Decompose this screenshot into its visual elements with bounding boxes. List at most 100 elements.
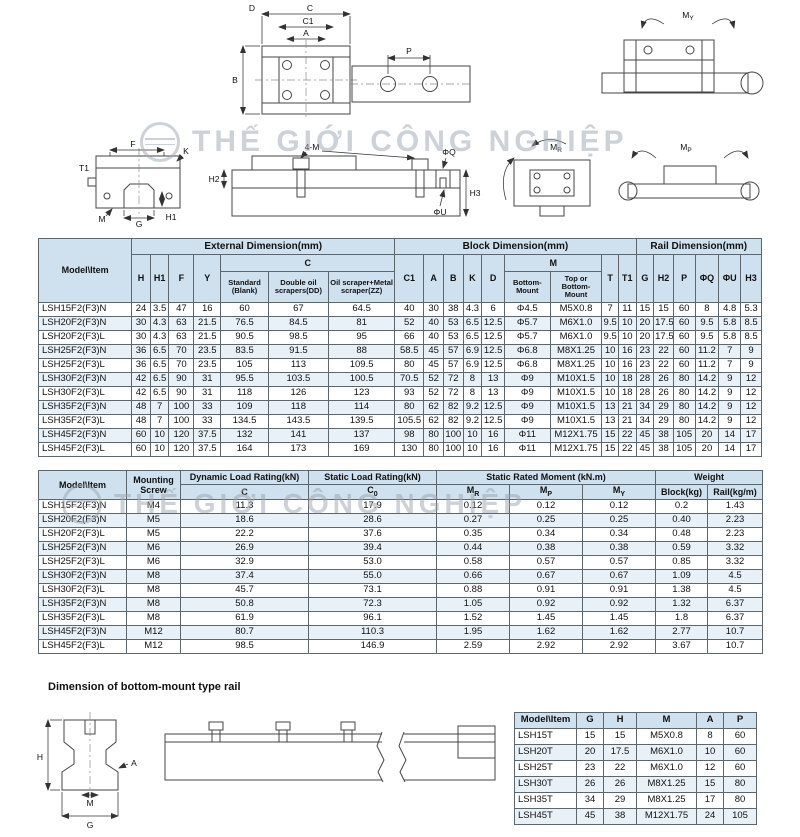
table-cell: 7 — [149, 400, 170, 415]
dim-label-a: A — [303, 28, 309, 38]
table-cell: 0.12 — [509, 498, 583, 514]
dimension-table: Model\Item External Dimension(mm) Block … — [37, 238, 763, 457]
table-cell: LSH20F2(F3)N — [38, 512, 127, 528]
col-g: G — [576, 712, 604, 729]
table-cell: 13 — [601, 400, 619, 415]
table-cell: LSH45T — [514, 808, 577, 825]
table-cell: M5 — [126, 512, 181, 528]
table-cell: 67 — [267, 302, 329, 317]
table-cell: M12X1.75 — [636, 808, 697, 825]
table-cell: 1.52 — [436, 610, 510, 626]
block-dimension-group-header: Block Dimension(mm) — [394, 238, 637, 255]
table-cell: M6 — [126, 554, 181, 570]
table-cell: LSH25F2(F3)N — [38, 540, 127, 556]
table-cell: LSH45F2(F3)N — [38, 624, 127, 640]
table-cell: 6.5 — [462, 330, 483, 345]
table-cell: 16 — [481, 428, 506, 443]
drawing-moment-r-view: MR — [503, 139, 591, 217]
table-cell: 38 — [653, 428, 674, 443]
table-cell: M8 — [126, 610, 181, 626]
table-cell: 0.67 — [509, 568, 583, 584]
table-cell: 90 — [168, 372, 195, 387]
table-cell: 132 — [220, 428, 269, 443]
table-cell: 28 — [635, 386, 655, 401]
table-cell: 8 — [696, 728, 724, 745]
col-t: T — [601, 254, 619, 303]
table-cell: 146.9 — [308, 638, 437, 654]
table-cell: 6.5 — [149, 344, 170, 359]
table-cell: 9.5 — [601, 316, 619, 331]
table-cell: 6.37 — [707, 596, 764, 612]
table-cell: M5X0.8 — [549, 302, 603, 317]
table-cell: 80 — [672, 372, 696, 387]
table-cell: Φ5.7 — [504, 330, 551, 345]
table-cell: 13 — [601, 414, 619, 429]
table-cell: 1.62 — [509, 624, 583, 640]
table-cell: 1.38 — [655, 582, 709, 598]
table-cell: 10 — [601, 344, 619, 359]
table-cell: 21 — [617, 414, 637, 429]
table-cell: LSH35F2(F3)L — [38, 610, 127, 626]
table-cell: 21.5 — [193, 330, 222, 345]
table-cell: 105 — [672, 442, 696, 457]
table-cell: 21 — [617, 400, 637, 415]
col-d: D — [481, 254, 506, 303]
table-cell: 31 — [193, 372, 222, 387]
table-cell: 9 — [718, 386, 742, 401]
table-cell: 47 — [168, 302, 195, 317]
table-cell: 6 — [481, 302, 506, 317]
table-cell: 60 — [672, 344, 696, 359]
table-cell: LSH15F2(F3)N — [37, 302, 133, 317]
table-cell: 34 — [635, 414, 655, 429]
table-cell: 8 — [462, 372, 483, 387]
table-cell: 10 — [149, 428, 170, 443]
table-cell: 5.3 — [740, 302, 762, 317]
table-cell: 1.09 — [655, 568, 709, 584]
table-cell: 40 — [423, 316, 444, 331]
table-cell: 80.7 — [180, 624, 309, 640]
table-cell: 0.57 — [581, 554, 657, 570]
table-cell: 11.2 — [694, 344, 720, 359]
table-cell: 66 — [394, 330, 425, 345]
table-cell: 13 — [481, 386, 506, 401]
table-cell: 1.45 — [581, 610, 657, 626]
table-cell: 0.12 — [581, 498, 657, 514]
table-cell: M5X0.8 — [636, 728, 697, 745]
table-cell: 29 — [653, 414, 674, 429]
table-cell: 48 — [131, 414, 151, 429]
model-item-header: Model\Item — [37, 238, 133, 303]
table-cell: 0.58 — [436, 554, 510, 570]
table-cell: 98.5 — [267, 330, 329, 345]
table-cell: 45 — [635, 428, 655, 443]
table-cell: 52 — [423, 372, 444, 387]
table-cell: 16 — [617, 344, 637, 359]
table-cell: M10X1.5 — [549, 386, 603, 401]
table-cell: 42 — [131, 372, 151, 387]
table-cell: 9 — [718, 400, 742, 415]
table-cell: LSH35F2(F3)N — [38, 596, 127, 612]
table-cell: 26.9 — [180, 540, 309, 556]
table-cell: 62 — [423, 400, 444, 415]
table-cell: 6.5 — [462, 316, 483, 331]
table-cell: 17.5 — [603, 744, 637, 761]
table-cell: 3.5 — [149, 302, 170, 317]
table-cell: 88 — [327, 344, 396, 359]
bottom-mount-rail-title: Dimension of bottom-mount type rail — [48, 681, 241, 693]
col-m-bottom-mount: Bottom-Mount — [504, 271, 551, 303]
table-cell: 38 — [442, 302, 464, 317]
table-cell: 14 — [718, 428, 742, 443]
table-cell: 98.5 — [180, 638, 309, 654]
dim-label-h2: H2 — [209, 174, 220, 184]
table-cell: 80 — [723, 776, 757, 793]
table-cell: 0.27 — [436, 512, 510, 528]
table-cell: 0.59 — [655, 540, 709, 556]
